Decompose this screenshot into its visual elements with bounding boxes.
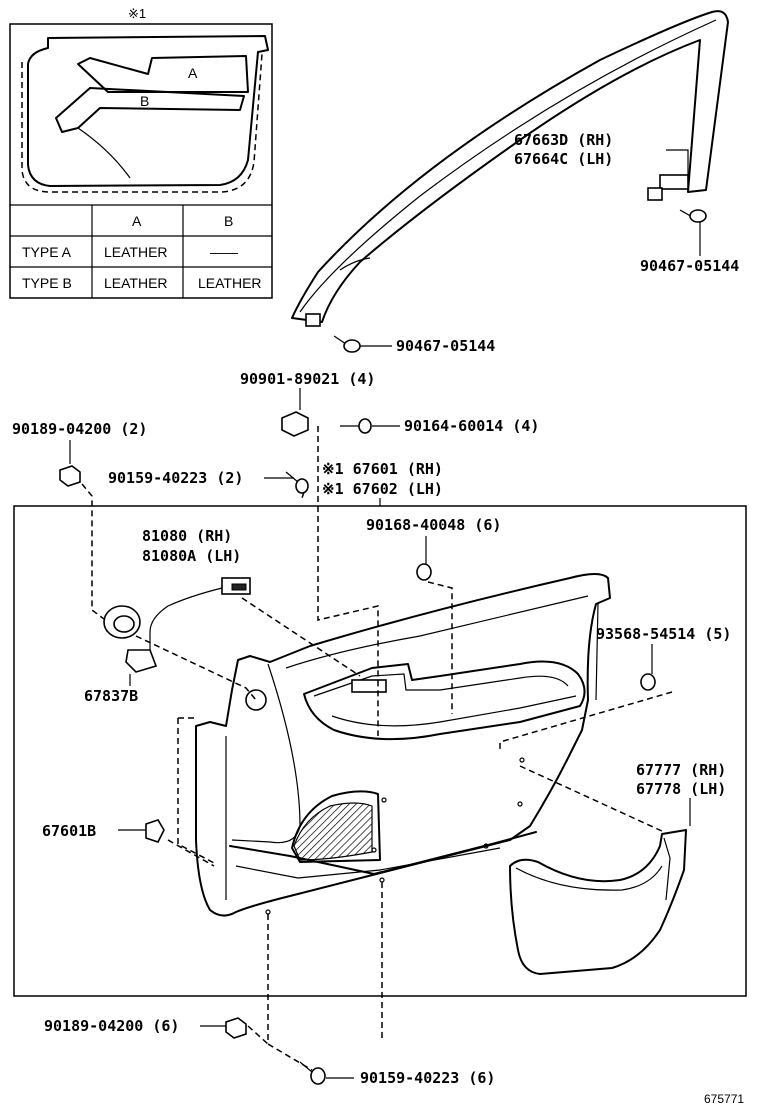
courtesy-lamp-harness [125,577,251,673]
label-67777: 67777 (RH) [636,761,726,779]
door-trim-assembly-frame [13,505,747,997]
label-90467-upper: 90467-05144 [640,257,739,275]
table-row-type-a: TYPE A [22,244,72,260]
label-67602: ※1 67602 (LH) [322,480,443,498]
inset-label-a: A [188,65,198,81]
door-trim-board [195,573,611,917]
label-90159-bottom: 90159-40223 (6) [360,1069,495,1087]
screw-90159-bottom [299,1061,354,1085]
clip-93568 [640,644,656,691]
clip-67601b [118,819,165,843]
screw-90164 [340,418,400,434]
clip-90467-lower [333,335,361,353]
speaker-grommet-67837b [103,605,141,686]
table-cell-type-a-b: —— [210,244,238,260]
label-90164: 90164-60014 (4) [404,417,539,435]
label-90189-top: 90189-04200 (2) [12,420,147,438]
assembly-guide-lines [81,426,673,1071]
inset-label-b: B [140,93,149,109]
figure-number: 675771 [704,1092,744,1106]
label-90168: 90168-40048 (6) [366,516,501,534]
screw-90159-top [264,471,309,494]
inset-note-mark: ※1 [128,6,146,21]
kick-protector [509,798,691,975]
label-67837b: 67837B [84,687,138,705]
bracket-90901 [281,388,309,437]
clip-90168 [416,536,432,581]
pillar-garnish [291,10,729,327]
label-90159-top: 90159-40223 (2) [108,469,243,487]
label-67663d: 67663D (RH) [514,131,613,149]
label-67601b: 67601B [42,822,96,840]
label-67601: ※1 67601 (RH) [322,460,443,478]
inset-door-sketch: A B [21,35,269,193]
label-81080: 81080 (RH) [142,527,232,545]
trim-type-table: A B TYPE A LEATHER —— TYPE B LEATHER LEA… [10,204,272,298]
label-90901: 90901-89021 (4) [240,370,375,388]
inset-panel: ※1 A B A B TYPE A LEATHER —— TYPE B LEAT… [9,6,273,299]
clip-90467-upper [679,209,707,223]
table-cell-type-b-a: LEATHER [104,275,168,291]
label-90189-bottom: 90189-04200 (6) [44,1017,179,1035]
table-row-type-b: TYPE B [22,275,72,291]
label-67664c: 67664C (LH) [514,150,613,168]
table-header-a: A [132,213,142,229]
label-90467-lower: 90467-05144 [396,337,495,355]
table-header-b: B [224,213,233,229]
clip-90189-top [59,440,81,487]
label-67778: 67778 (LH) [636,780,726,798]
clip-90189-bottom [200,1017,247,1039]
table-cell-type-b-b: LEATHER [198,275,262,291]
label-81080a: 81080A (LH) [142,547,241,565]
label-93568: 93568-54514 (5) [596,625,731,643]
table-cell-type-a-a: LEATHER [104,244,168,260]
